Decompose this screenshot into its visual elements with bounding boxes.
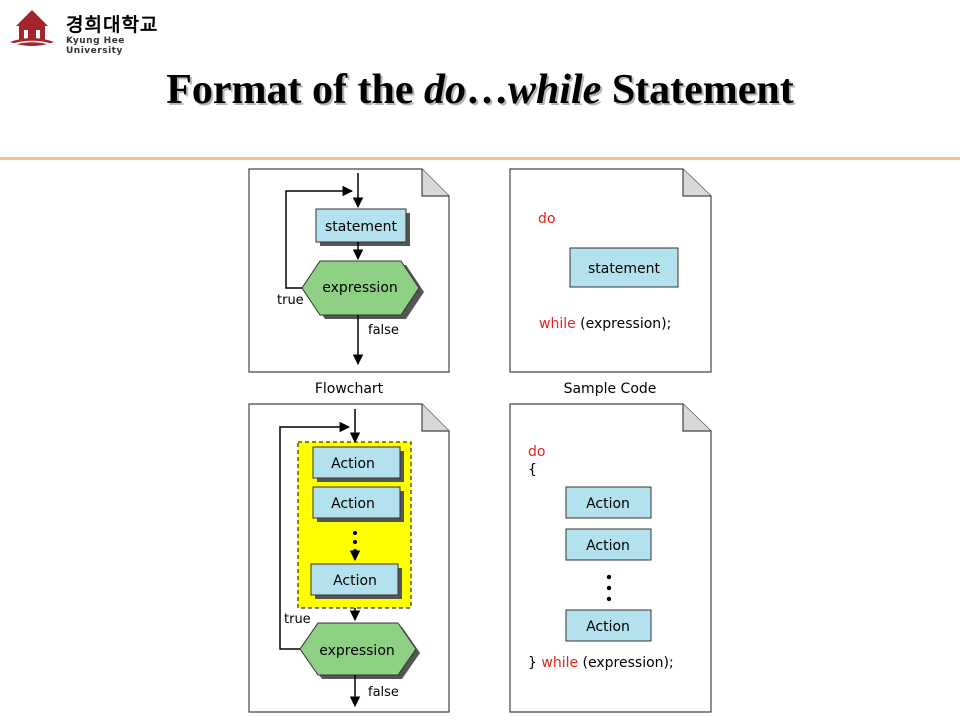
sample-code-caption: Sample Code	[564, 381, 657, 397]
top-flowchart-panel: statement expression true false	[248, 168, 450, 373]
bottom-flowchart-action-2: Action	[331, 496, 375, 512]
bottom-code-action-2: Action	[586, 538, 630, 554]
logo-english-name: Kyung Hee University	[66, 36, 125, 56]
bottom-code-panel: do { Action Action Action } while (expre…	[509, 403, 712, 713]
bottom-flowchart-action-1: Action	[331, 456, 375, 472]
top-code-while-keyword: while	[539, 316, 576, 332]
top-code-expression: (expression);	[576, 316, 672, 332]
flowchart-caption: Flowchart	[315, 381, 384, 397]
logo-korean-name: 경희대학교	[66, 14, 159, 36]
bottom-code-while-keyword: while	[541, 655, 578, 671]
top-flowchart-decision: expression	[322, 280, 398, 296]
top-code-statement-box: statement	[588, 261, 661, 277]
title-ellipsis: …	[465, 67, 508, 113]
bottom-flowchart-panel: Action Action Action expression true fal…	[248, 403, 450, 713]
bottom-code-while-line: } while (expression);	[528, 655, 674, 671]
page-title: Format of the do…while Statement	[0, 66, 960, 114]
university-seal-icon	[10, 10, 54, 46]
title-keyword-while: while	[507, 67, 602, 113]
bottom-code-close-brace: }	[528, 655, 537, 671]
title-keyword-do: do	[423, 67, 466, 113]
top-code-while-line: while (expression);	[539, 316, 671, 332]
top-flowchart-false-label: false	[368, 323, 399, 338]
title-divider	[0, 157, 960, 160]
bottom-flowchart-action-3: Action	[333, 573, 377, 589]
bottom-code-open-brace: {	[528, 462, 537, 478]
top-flowchart-statement-box: statement	[325, 219, 398, 235]
top-code-panel: do statement while (expression);	[509, 168, 712, 373]
top-code-do-keyword: do	[538, 211, 555, 227]
top-flowchart-true-label: true	[277, 293, 304, 308]
bottom-code-action-3: Action	[586, 619, 630, 635]
bottom-code-do-keyword: do	[528, 444, 545, 460]
bottom-code-expression: (expression);	[578, 655, 674, 671]
bottom-flowchart-true-label: true	[284, 612, 311, 627]
title-suffix: Statement	[601, 67, 794, 113]
bottom-flowchart-decision: expression	[319, 643, 395, 659]
title-prefix: Format of the	[166, 67, 424, 113]
university-logo: 경희대학교 Kyung Hee University	[8, 4, 168, 56]
bottom-code-action-1: Action	[586, 496, 630, 512]
bottom-flowchart-false-label: false	[368, 685, 399, 700]
